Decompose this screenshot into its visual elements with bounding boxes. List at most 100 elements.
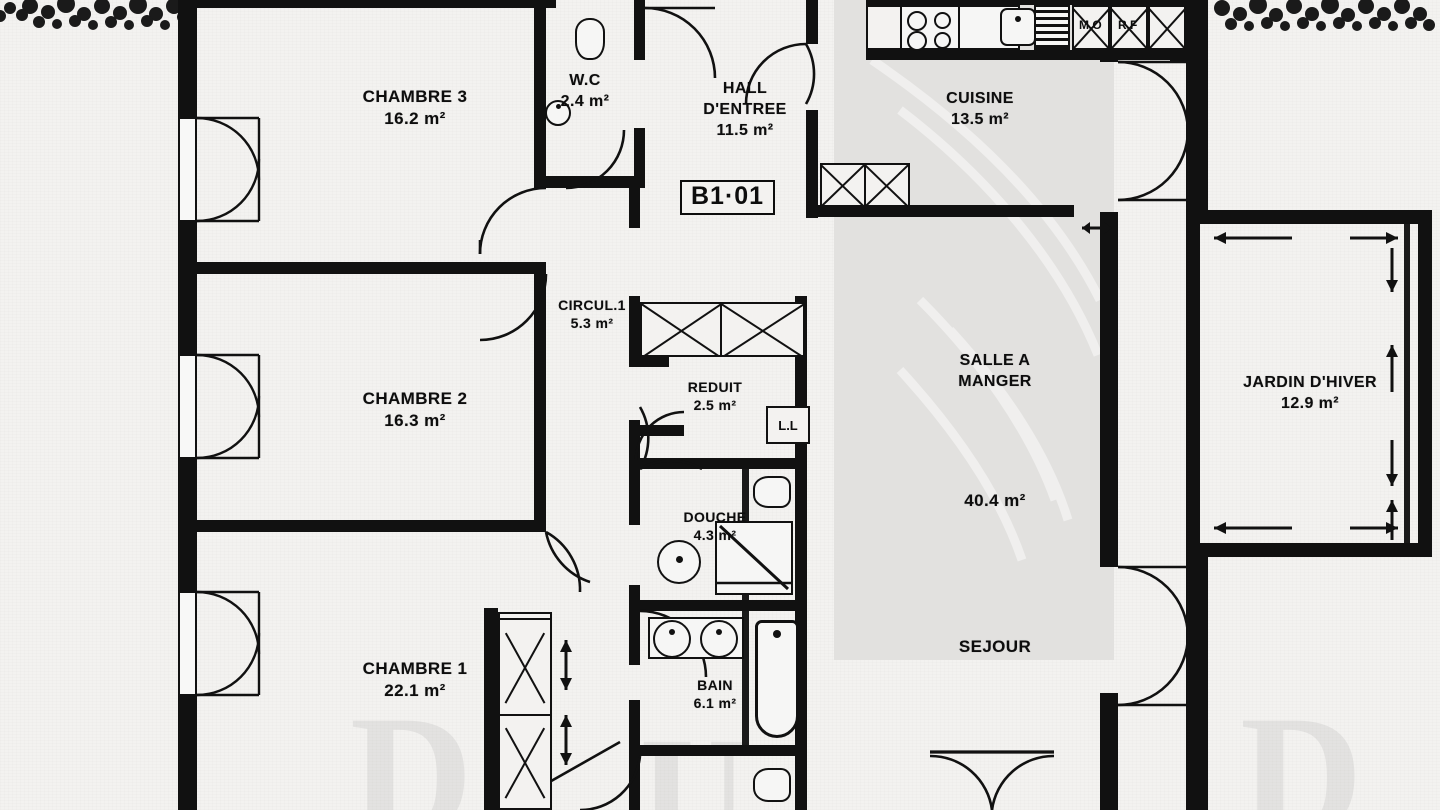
label-jardin-area: 12.9 m² — [1281, 395, 1339, 413]
wall-circul-right-4 — [629, 700, 640, 810]
wall-exterior-top-right — [1186, 0, 1208, 212]
wall-exterior-right-lower — [1186, 557, 1208, 810]
appliance-oven-label: M.O — [1079, 18, 1102, 32]
reduit-cabinet-1 — [640, 302, 722, 357]
window-chambre2 — [179, 355, 196, 458]
wall-hall-kitchen — [806, 0, 818, 44]
window-chambre3 — [179, 118, 196, 221]
bathtub — [755, 620, 799, 738]
label-chambre3-area: 16.2 m² — [384, 109, 446, 129]
bathtub-drain — [773, 630, 781, 638]
wall-bathblock-right — [795, 296, 807, 810]
label-wc-name: W.C — [569, 72, 601, 89]
wall-jardin-top — [1196, 210, 1432, 224]
wall-right-lower — [1100, 693, 1118, 810]
wall-hall-jamb — [629, 176, 640, 226]
sink-drain — [1015, 16, 1021, 22]
closet-chambre1-door-2 — [498, 714, 552, 810]
bain-basin-right — [700, 620, 738, 658]
burner-4 — [934, 32, 951, 49]
label-wc-area: 2.4 m² — [560, 93, 610, 111]
label-chambre2-area: 16.3 m² — [384, 411, 446, 431]
window-chambre1 — [179, 592, 196, 695]
wall-reduit-bottom — [629, 425, 684, 436]
living-zone-fill-lower — [834, 600, 1114, 660]
wall-bain-partition — [742, 611, 749, 745]
wall-closet-chambre1 — [484, 608, 498, 810]
unit-badge: B1·01 — [680, 180, 776, 215]
label-sam-line2: MANGER — [958, 373, 1032, 391]
label-salle-a-manger: SALLE A MANGER — [900, 350, 1090, 392]
wall-douche-bain — [640, 600, 800, 611]
label-circul: CIRCUL.1 5.3 m² — [532, 296, 652, 333]
label-cuisine-area: 13.5 m² — [951, 111, 1009, 129]
label-sam-line1: SALLE A — [959, 352, 1031, 369]
appliance-oven-cabinet[interactable] — [1072, 5, 1110, 50]
closet-chambre1-door-1 — [498, 618, 552, 716]
kitchen-cabinet-end — [1148, 5, 1186, 50]
bain-tap-right — [716, 629, 722, 635]
wall-chambre3-chambre2 — [196, 262, 546, 274]
wall-jardin-right — [1418, 210, 1432, 557]
label-bain: BAIN 6.1 m² — [660, 676, 770, 713]
wall-wc-right — [634, 0, 645, 60]
wall-douche-top — [640, 458, 800, 469]
wc-toilet — [575, 18, 605, 60]
label-chambre2: CHAMBRE 2 16.3 m² — [300, 388, 530, 433]
wall-chambre2-chambre1 — [196, 520, 546, 532]
wall-right-mid — [1100, 212, 1118, 567]
label-reduit-name: REDUIT — [687, 379, 743, 395]
burner-3 — [907, 31, 927, 51]
wall-wc-right-lower — [634, 128, 645, 188]
wall-kitchen-bottom — [818, 205, 1074, 217]
label-circul-area: 5.3 m² — [570, 315, 614, 332]
appliance-fridge-cabinet[interactable] — [1110, 5, 1148, 50]
label-cuisine-name: CUISINE — [946, 90, 1014, 107]
laundry-box: L.L — [766, 406, 810, 444]
label-hall-line1: HALL — [722, 80, 768, 97]
burner-1 — [907, 11, 927, 31]
label-chambre3-name: CHAMBRE 3 — [362, 87, 468, 106]
label-sam-area: 40.4 m² — [964, 491, 1026, 510]
label-sejour: SEJOUR — [958, 637, 1032, 656]
label-chambre3: CHAMBRE 3 16.2 m² — [300, 86, 530, 131]
label-chambre1: CHAMBRE 1 22.1 m² — [300, 658, 530, 703]
label-bain-area: 6.1 m² — [693, 695, 737, 712]
burner-2 — [934, 12, 951, 29]
wall-jardin-left — [1186, 210, 1200, 557]
reduit-cabinet-2 — [720, 302, 805, 357]
label-circul-name: CIRCUL.1 — [558, 297, 626, 313]
appliance-fridge-label: R.F — [1118, 18, 1138, 32]
kitchen-lower-cabinet-1 — [820, 163, 866, 207]
wall-reduit-top — [629, 356, 669, 367]
wc-sink-tap — [556, 104, 561, 109]
kitchen-counter-top-edge — [866, 0, 1186, 5]
label-hall-area: 11.5 m² — [716, 122, 774, 140]
label-wc: W.C 2.4 m² — [530, 70, 640, 112]
wall-hall-kitchen-lower — [806, 110, 818, 218]
wall-bain-bottom — [640, 745, 800, 756]
label-jardin-dhiver: JARDIN D'HIVER 12.9 m² — [1210, 372, 1410, 414]
label-hall: HALL D'ENTREE 11.5 m² — [665, 78, 825, 141]
label-douche: DOUCHE 4.3 m² — [655, 508, 775, 545]
bain-tap-left — [669, 629, 675, 635]
label-reduit-area: 2.5 m² — [693, 397, 737, 414]
wall-exterior-top-left — [178, 0, 556, 8]
label-douche-area: 4.3 m² — [693, 527, 737, 544]
cooktop — [900, 5, 960, 51]
lower-toilet — [753, 768, 791, 802]
wall-kitchen-counter-base — [866, 50, 1186, 60]
wall-jardin-right-inner — [1404, 224, 1410, 543]
living-zone-fill — [834, 0, 1114, 612]
label-reduit: REDUIT 2.5 m² — [660, 378, 770, 415]
bain-basin-left — [653, 620, 691, 658]
label-cuisine: CUISINE 13.5 m² — [890, 88, 1070, 130]
wall-circul-right-2 — [629, 420, 640, 525]
kitchen-lower-cabinet-2 — [864, 163, 910, 207]
label-hall-line2: D'ENTREE — [703, 101, 787, 119]
label-chambre1-area: 22.1 m² — [384, 681, 446, 701]
wall-circul-right — [629, 296, 640, 366]
wall-jardin-bottom — [1196, 543, 1432, 557]
label-jardin-name: JARDIN D'HIVER — [1243, 374, 1377, 391]
